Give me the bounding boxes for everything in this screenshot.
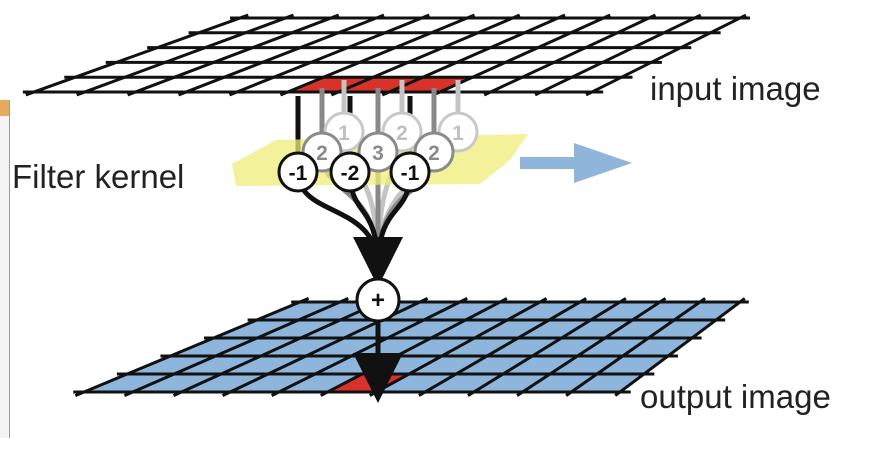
kernel-weight: 1 [338, 122, 350, 145]
grid-column-line [25, 13, 249, 97]
grid-column-line [330, 13, 521, 97]
kernel-weight: 2 [396, 122, 408, 145]
kernel-weight: 1 [452, 122, 464, 145]
grid-column-line [565, 297, 707, 397]
kernel-node-front: -1 [277, 151, 319, 193]
kernel-node-front: -2 [329, 151, 371, 193]
kernel-weight: 2 [316, 142, 328, 165]
grid-column-line [614, 297, 746, 397]
kernel-node-front: -1 [389, 151, 431, 193]
grid-column-line [270, 297, 468, 397]
output-image-label: output image [640, 378, 831, 415]
input-image-label: input image [650, 70, 821, 107]
grid-column-line [585, 13, 747, 97]
grid-column-line [127, 13, 340, 97]
left-window-edge [0, 100, 10, 438]
grid-column-line [74, 297, 310, 397]
grid-column-line [516, 297, 667, 397]
right-arrow-icon [520, 143, 632, 183]
grid-column-line [123, 297, 349, 397]
kernel-weight: -2 [341, 162, 360, 185]
grid-column-line [418, 297, 587, 397]
grid-column-line [279, 13, 476, 97]
grid-column-line [381, 13, 566, 97]
output-image-grid [73, 297, 749, 397]
highlighted-cell [287, 77, 374, 92]
grid-column-line [228, 13, 430, 97]
sum-node: + [353, 277, 403, 403]
kernel-weight: -1 [401, 162, 420, 185]
kernel-node-middle: 3 [357, 131, 399, 173]
filter-kernel-label: Filter kernel [12, 158, 184, 195]
kernel-weight: -1 [289, 162, 308, 185]
input-image-grid [22, 13, 750, 97]
plus-icon: + [371, 287, 385, 314]
highlighted-cell [389, 77, 473, 92]
grid-column-line [178, 13, 385, 97]
grid-column-line [320, 297, 508, 397]
grid-column-line [432, 13, 611, 97]
kernel-weight: 2 [428, 142, 440, 165]
grid-column-line [483, 13, 657, 97]
kernel-weight: 3 [372, 142, 384, 165]
grid-column-line [467, 297, 627, 397]
grid-column-line [534, 13, 702, 97]
grid-column-line [172, 297, 389, 397]
grid-column-line [76, 13, 295, 97]
left-window-edge-tab [0, 100, 9, 116]
